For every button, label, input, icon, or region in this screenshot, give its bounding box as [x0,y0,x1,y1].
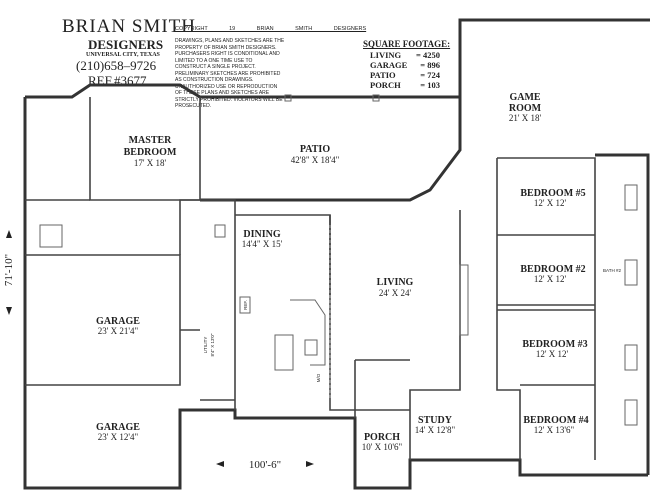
sqft-value: = 724 [420,70,440,80]
room-utility-name: UTILITY [203,337,208,354]
sqft-label: PATIO [370,70,396,80]
width-dimension: 100'-6" [249,459,281,471]
sqft-value: = 4250 [416,50,440,60]
room-master-size: 17' X 18' [134,158,167,168]
firm-subtitle: DESIGNERS [88,37,164,52]
sqft-row: GARAGE = 896 [370,61,440,70]
room-bed2-name: BEDROOM #2 [520,264,585,275]
room-garage1-size: 23' X 21'4" [98,326,139,336]
room-dining-name: DINING [243,229,280,240]
legal-notice: DRAWINGS, PLANS AND SKETCHES ARE THE PRO… [175,38,285,109]
room-game-name2: ROOM [509,103,542,114]
room-bed5-name: BEDROOM #5 [520,188,585,199]
firm-name: BRIAN SMITH [62,16,196,37]
room-bed2-size: 12' X 12' [534,274,567,284]
sqft-row: PORCH = 103 [370,81,440,90]
firm-phone: (210)658–9726 [76,58,157,73]
depth-dimension: 71'-10" [3,254,15,286]
room-bed3-name: BEDROOM #3 [522,339,587,350]
fixtures [39,94,638,426]
room-patio-name: PATIO [300,144,330,155]
firm-city: UNIVERSAL CITY, TEXAS [86,52,160,58]
room-game-name1: GAME [509,92,540,103]
room-game-size: 21' X 18' [509,113,542,123]
room-utility-size: 8'4" X 13'0" [210,333,215,356]
room-porch-size: 10' X 10'6" [362,442,403,452]
sqft-row: LIVING = 4250 [370,51,440,60]
refrigerator-label: REF. [243,300,248,310]
sqft-value: = 896 [420,60,440,70]
room-bed4-name: BEDROOM #4 [523,415,588,426]
room-master-name1: MASTER [129,135,173,146]
room-master-name2: BEDROOM [124,147,177,158]
room-porch-name: PORCH [364,432,400,443]
room-garage2-size: 23' X 12'4" [98,432,139,442]
square-footage-title: SQUARE FOOTAGE: [363,39,451,49]
room-study-name: STUDY [418,415,453,426]
sqft-label: GARAGE [370,60,408,70]
microwave-label: M/O [316,373,321,382]
room-study-size: 14' X 12'8" [415,425,456,435]
room-patio-size: 42'8" X 18'4" [291,155,340,165]
room-bed3-size: 12' X 12' [536,349,569,359]
sqft-label: LIVING [370,50,402,60]
copyright: COPYRIGHT 19 BRIAN SMITH DESIGNERS [175,26,367,32]
dimension-arrows-icon [6,230,314,467]
sqft-label: PORCH [370,80,401,90]
bath2-label: BATH #2 [603,268,621,273]
room-living-name: LIVING [377,277,414,288]
room-dining-size: 14'4" X 15' [242,239,283,249]
sqft-row: PATIO = 724 [370,71,440,80]
sqft-value: = 103 [420,80,440,90]
room-garage2-name: GARAGE [96,422,140,433]
room-bed4-size: 12' X 13'6" [534,425,575,435]
room-garage1-name: GARAGE [96,316,140,327]
room-living-size: 24' X 24' [379,288,412,298]
room-bed5-size: 12' X 12' [534,198,567,208]
